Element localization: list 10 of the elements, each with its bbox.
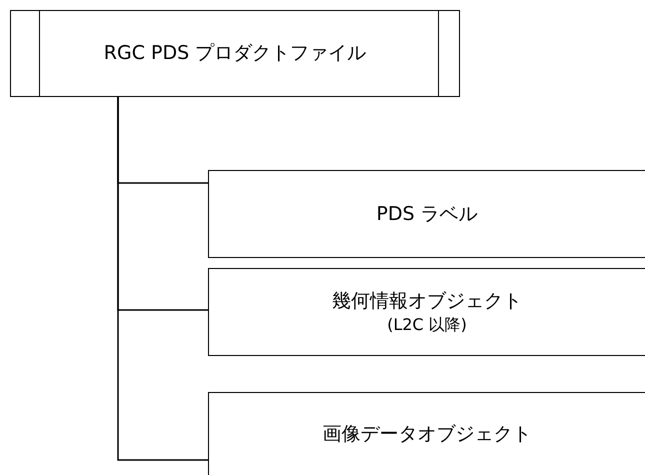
- box-label: 幾何情報オブジェクト: [332, 288, 522, 314]
- note-text: (L2C 以降): [387, 314, 467, 336]
- process-box: [10, 10, 460, 97]
- box-label: 画像データオブジェクト: [322, 422, 532, 447]
- open-box: [208, 392, 645, 475]
- open-box: [208, 170, 645, 258]
- box-label: RGC PDS プロダクトファイル: [104, 41, 366, 66]
- box-label: PDS ラベル: [376, 202, 478, 227]
- connector-line: [117, 97, 208, 461]
- open-box: [208, 268, 645, 356]
